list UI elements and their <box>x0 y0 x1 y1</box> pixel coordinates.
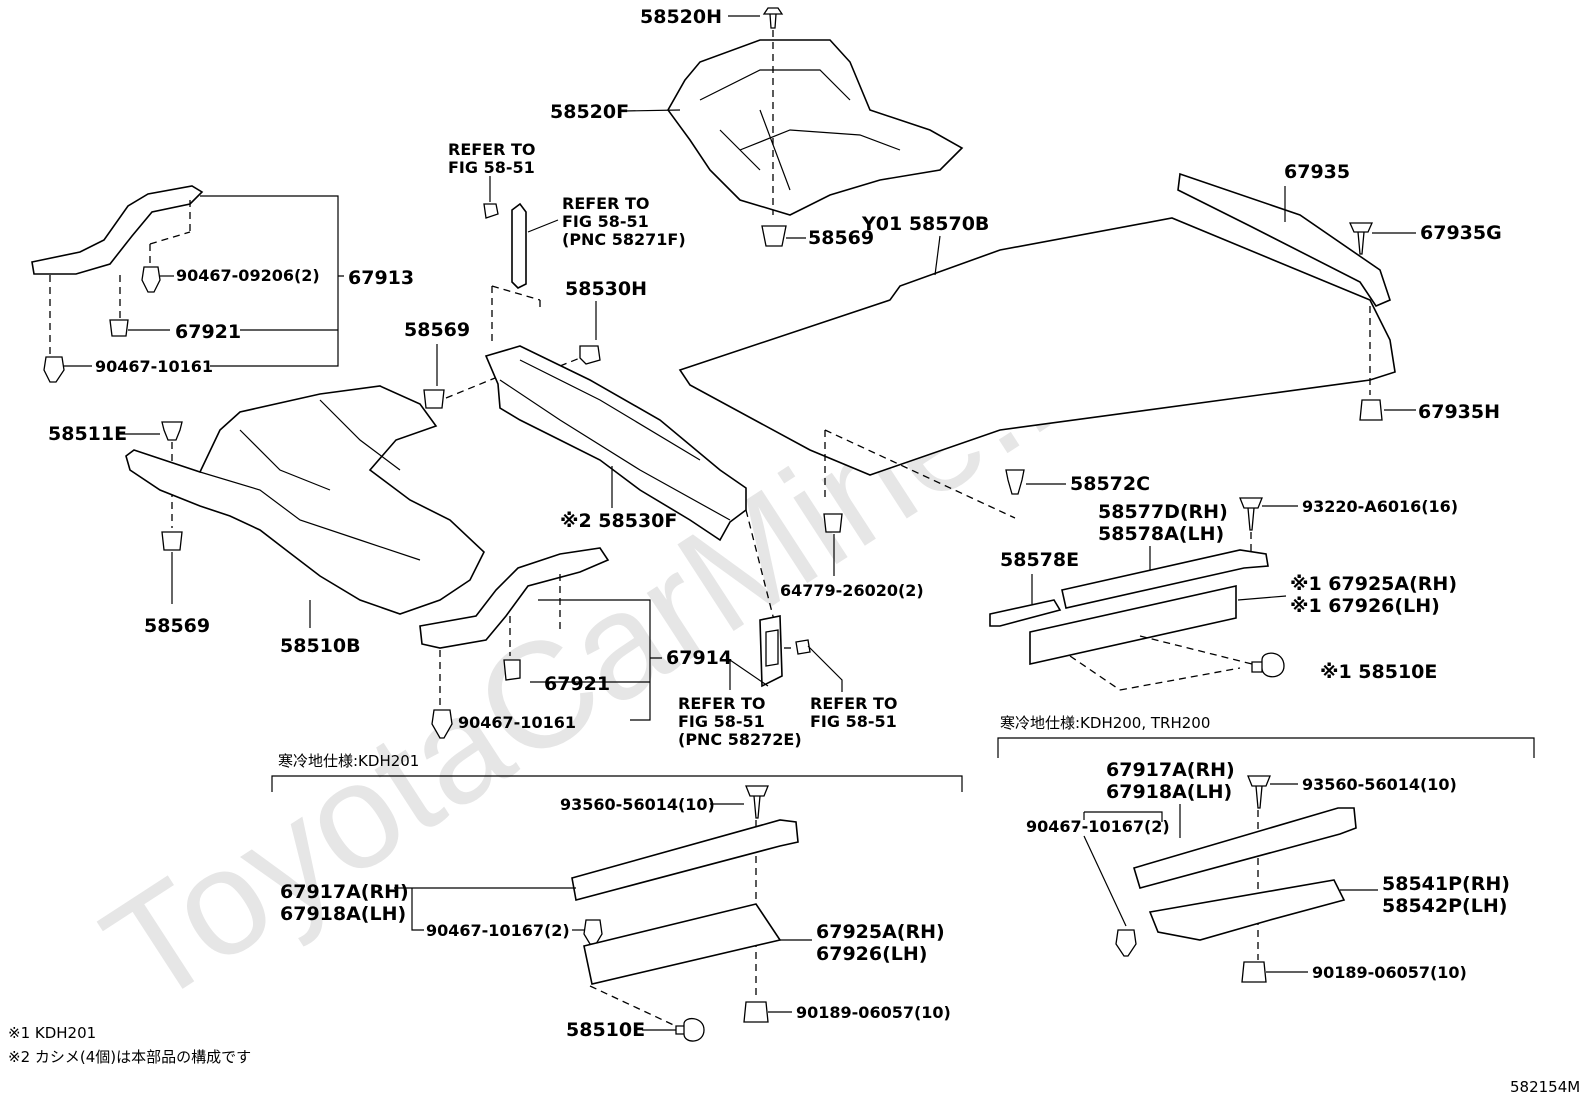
clip-58530h <box>579 345 601 365</box>
section-title-kdh200: 寒冷地仕様:KDH200, TRH200 <box>1000 714 1210 732</box>
cover-58541p <box>1148 879 1346 941</box>
label-58510e-b: 58510E <box>566 1019 645 1041</box>
label-93560-b: 93560-56014(10) <box>1302 775 1457 794</box>
label-58577d: 58577D(RH) <box>1098 501 1228 523</box>
bracket-58271f <box>511 202 527 289</box>
scuff-plate-67914 <box>419 547 610 649</box>
label-67921-b: 67921 <box>544 673 610 695</box>
section-title-kdh201: 寒冷地仕様:KDH201 <box>278 752 419 770</box>
luggage-mat-58570b <box>678 217 1396 476</box>
label-58569-mid: 58569 <box>404 319 470 341</box>
rear-floor-carpet-58520f <box>667 39 964 216</box>
label-90467-10161-a: 90467-10161 <box>95 357 213 376</box>
label-67925a-r: ※1 67925A(RH) <box>1290 573 1457 595</box>
label-58520f: 58520F <box>550 101 629 123</box>
screw-93560-a <box>745 785 769 819</box>
bracket-58272e <box>759 615 783 688</box>
label-58569-left: 58569 <box>144 615 210 637</box>
label-90189-b: 90189-06057(10) <box>1312 963 1467 982</box>
label-58569-top: 58569 <box>808 227 874 249</box>
clip-67921-a <box>109 319 129 337</box>
clip-58569-mid <box>423 389 445 409</box>
refer-to-4[interactable]: REFER TO FIG 58-51 <box>810 694 903 731</box>
label-58510b: 58510B <box>280 635 361 657</box>
trim-rail-67935 <box>1177 172 1391 307</box>
clip-refer1 <box>483 203 499 219</box>
clip-58572c <box>1005 469 1025 495</box>
clip-90467-09206 <box>141 266 161 293</box>
label-67935h: 67935H <box>1418 401 1500 423</box>
label-90467-09206: 90467-09206(2) <box>176 266 320 285</box>
label-93560-a: 93560-56014(10) <box>560 795 715 814</box>
label-64779: 64779-26020(2) <box>780 581 924 600</box>
label-58530f: ※2 58530F <box>560 510 677 532</box>
refer-to-3[interactable]: REFER TO FIG 58-51 (PNC 58272E) <box>678 694 802 749</box>
label-90467-10167-a: 90467-10167(2) <box>426 921 570 940</box>
diagram-id: 582154M <box>1510 1078 1580 1096</box>
label-67917a-a: 67917A(RH) <box>280 881 409 903</box>
label-58520h: 58520H <box>640 6 722 28</box>
label-67918a-a: 67918A(LH) <box>280 903 406 925</box>
sill-58577d <box>1061 549 1269 609</box>
clip-58569-left <box>161 531 183 551</box>
footnote-2: ※2 カシメ(4個)は本部品の構成です <box>8 1048 251 1066</box>
label-67921-a: 67921 <box>175 321 241 343</box>
clip-90467-10167-a <box>583 919 603 945</box>
clip-64779 <box>823 513 843 533</box>
clip-90467-10161-b <box>431 709 453 739</box>
clip-58520h <box>762 7 784 29</box>
cover-67925a-r <box>1029 585 1237 665</box>
clip-58511e <box>161 421 183 441</box>
label-67926-r: ※1 67926(LH) <box>1290 595 1440 617</box>
refer-to-1[interactable]: REFER TO FIG 58-51 <box>448 140 541 177</box>
label-67935: 67935 <box>1284 161 1350 183</box>
label-58511e: 58511E <box>48 423 127 445</box>
clip-58569-top <box>761 225 787 247</box>
clip-refer4 <box>795 639 811 655</box>
label-58572c: 58572C <box>1070 473 1150 495</box>
label-y01-58570b: Y01 58570B <box>861 213 989 235</box>
label-67914: 67914 <box>666 647 732 669</box>
label-90467-10167-b: 90467-10167(2) <box>1026 817 1170 836</box>
label-90189-a: 90189-06057(10) <box>796 1003 951 1022</box>
sill-67917a-b <box>1133 807 1357 889</box>
sill-67917a-a <box>571 819 799 901</box>
footnote-1: ※1 KDH201 <box>8 1024 96 1042</box>
label-58578a: 58578A(LH) <box>1098 523 1224 545</box>
clip-58510e-b <box>675 1018 705 1042</box>
label-67918a-b: 67918A(LH) <box>1106 781 1232 803</box>
nut-67935h <box>1359 399 1383 421</box>
scuff-plate-67913 <box>31 185 204 275</box>
label-58510e-r: ※1 58510E <box>1320 661 1437 683</box>
clip-90467-10161-a <box>43 356 65 383</box>
label-58578e: 58578E <box>1000 549 1079 571</box>
label-67917a-b: 67917A(RH) <box>1106 759 1235 781</box>
clip-58510e-r <box>1251 652 1285 678</box>
cover-67925a-b <box>583 903 782 985</box>
clip-67921-b <box>503 659 521 681</box>
nut-90189-b <box>1241 961 1267 983</box>
nut-90189-a <box>743 1001 769 1023</box>
label-67925a-b: 67925A(RH) <box>816 921 945 943</box>
label-67913: 67913 <box>348 267 414 289</box>
front-floor-carpet-58510b <box>125 385 485 615</box>
label-67935g: 67935G <box>1420 222 1502 244</box>
screw-93560-b <box>1247 775 1271 809</box>
screw-67935g <box>1348 222 1374 255</box>
bracket-58578e <box>989 599 1062 627</box>
screw-93220 <box>1239 497 1263 531</box>
clip-90467-10167-b <box>1115 929 1137 957</box>
label-58542p: 58542P(LH) <box>1382 895 1507 917</box>
label-93220: 93220-A6016(16) <box>1302 497 1458 516</box>
label-90467-10161-b: 90467-10161 <box>458 713 576 732</box>
refer-to-2[interactable]: REFER TO FIG 58-51 (PNC 58271F) <box>562 194 686 249</box>
duct-58530f <box>484 345 747 542</box>
label-67926-b: 67926(LH) <box>816 943 927 965</box>
label-58541p: 58541P(RH) <box>1382 873 1510 895</box>
label-58530h: 58530H <box>565 278 647 300</box>
